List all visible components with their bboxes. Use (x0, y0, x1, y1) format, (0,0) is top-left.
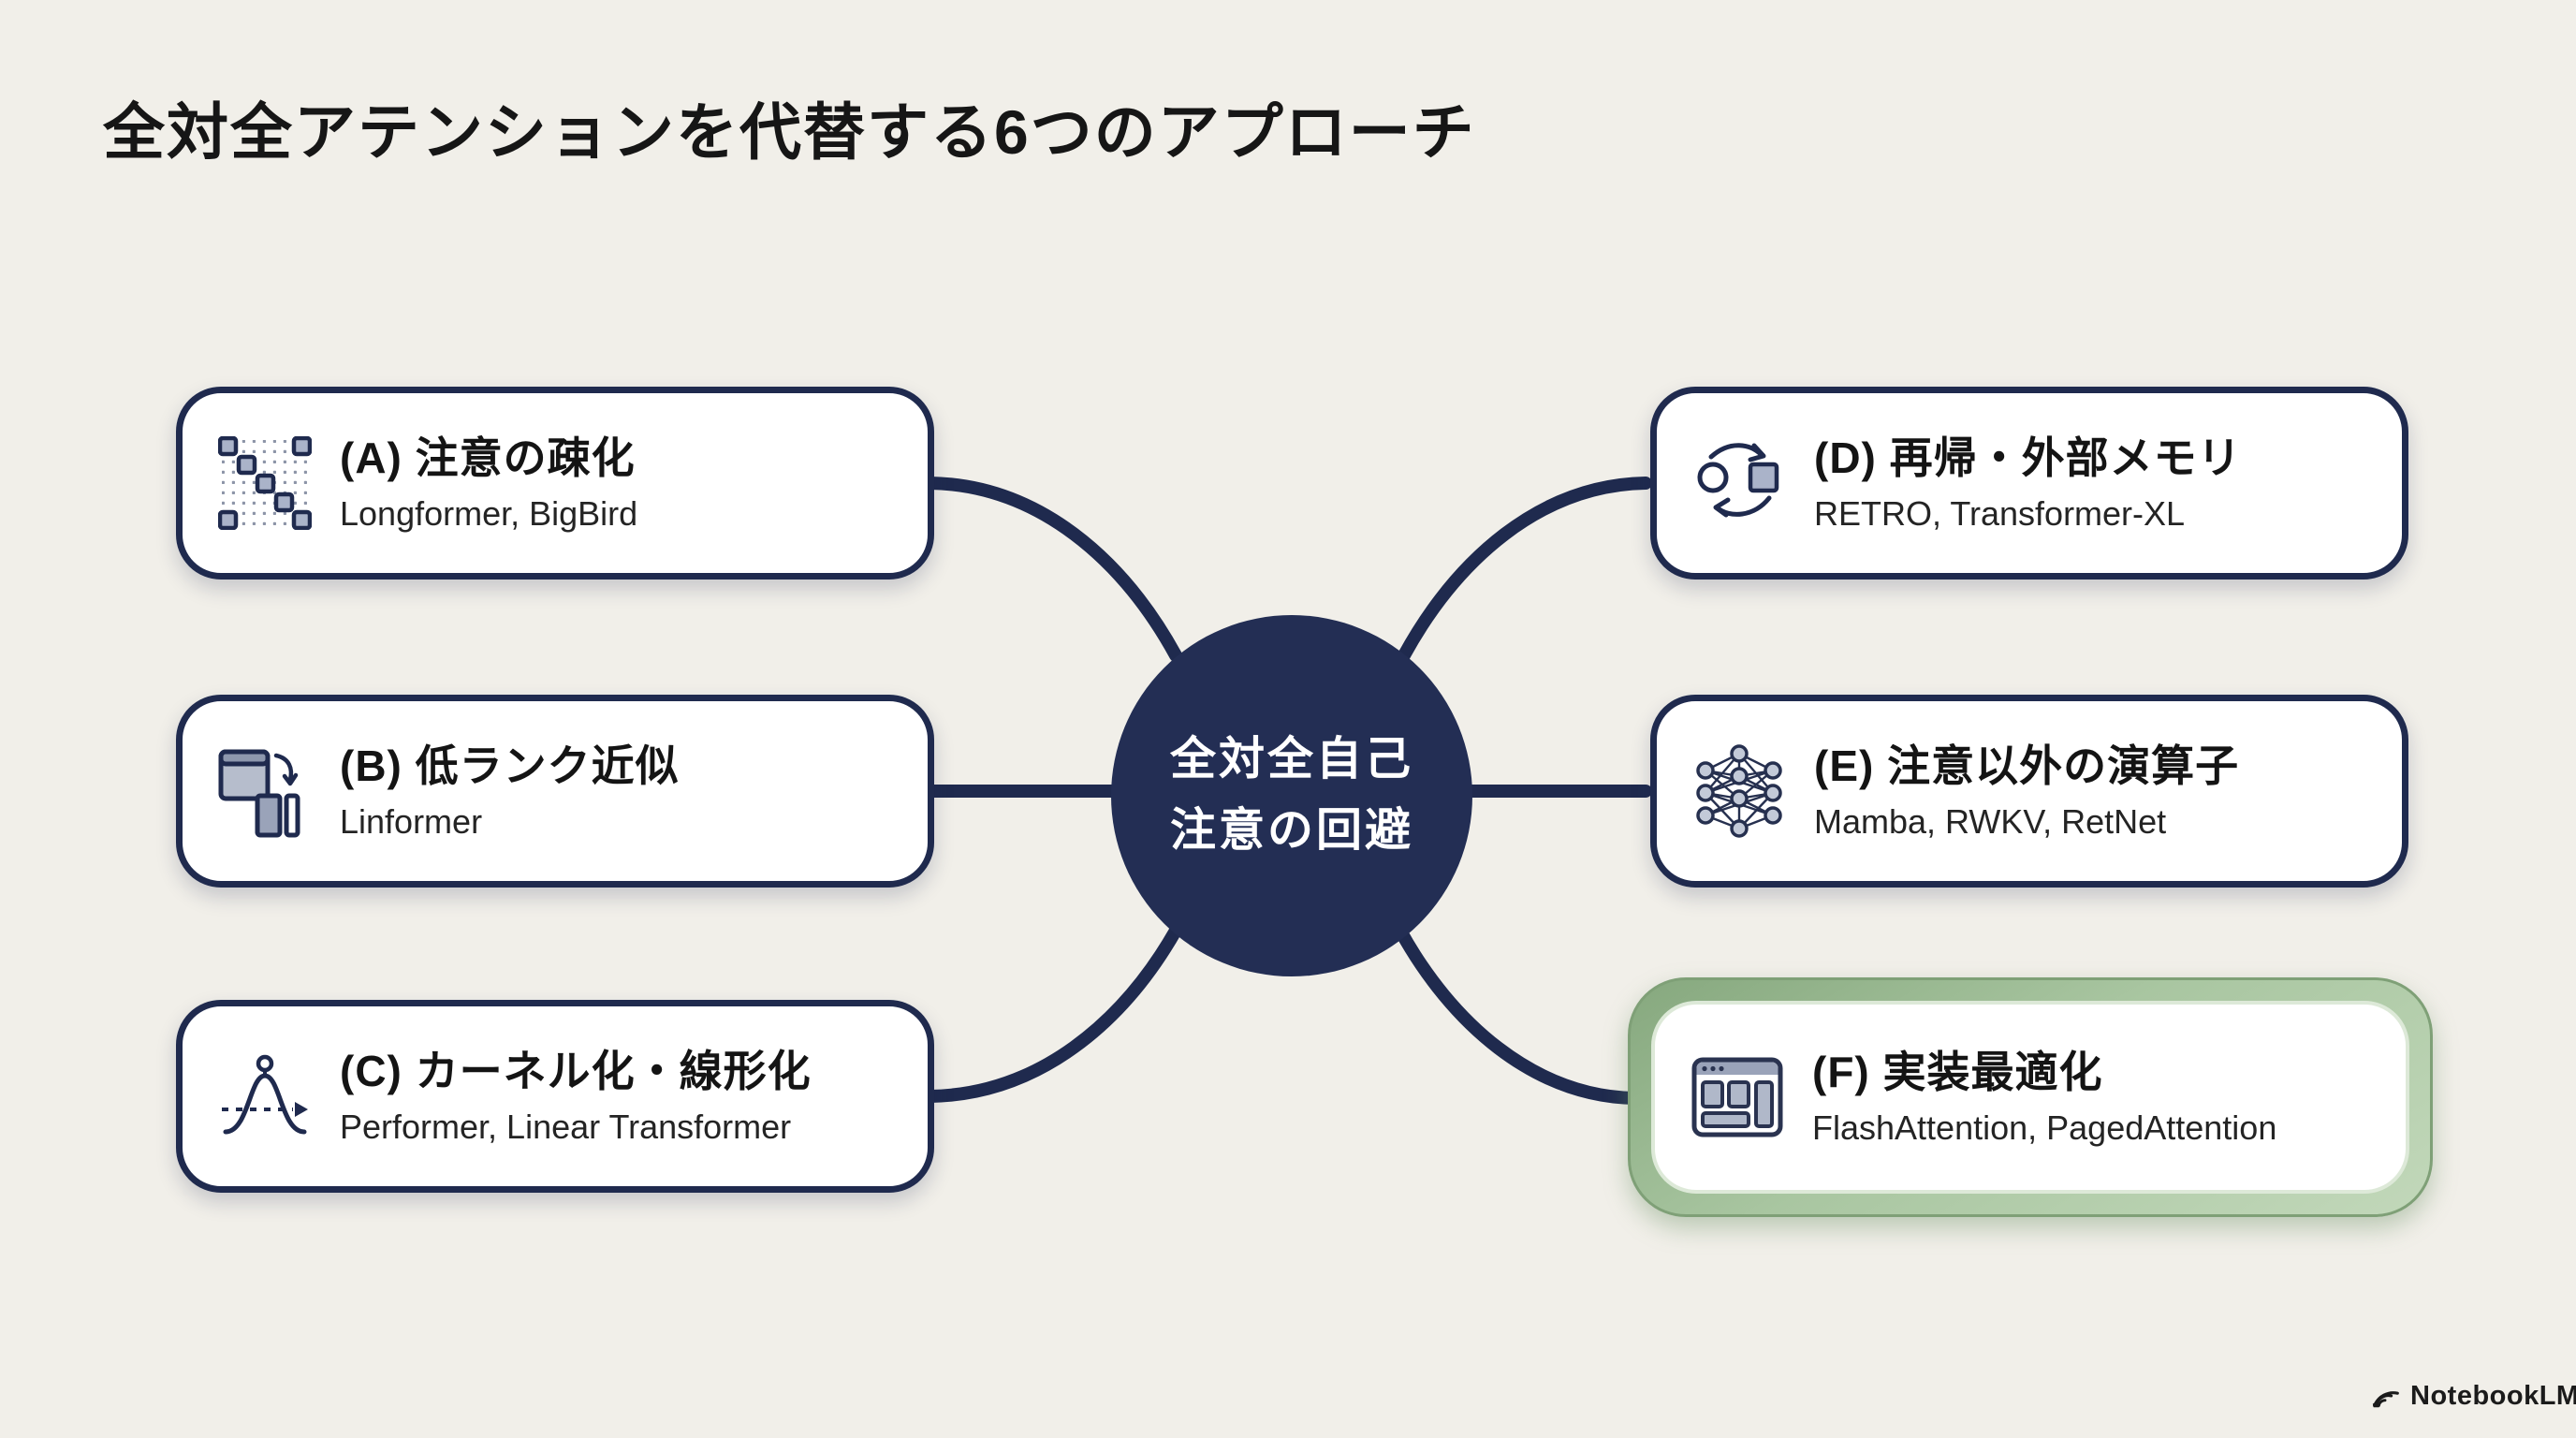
hub-circle (1111, 615, 1472, 976)
card-f-text: (F) 実装最適化 FlashAttention, PagedAttention (1812, 1047, 2276, 1147)
sparse-attention-matrix-icon (218, 436, 312, 530)
card-f-subtitle: FlashAttention, PagedAttention (1812, 1108, 2277, 1147)
card-a-text: (A) 注意の疎化 Longformer, BigBird (340, 433, 637, 533)
card-b-title: (B) 低ランク近似 (340, 741, 680, 791)
card-d-title: (D) 再帰・外部メモリ (1814, 433, 2242, 483)
card-kernelization: (C) カーネル化・線形化 Performer, Linear Transfor… (176, 1000, 934, 1193)
card-sparsification: (A) 注意の疎化 Longformer, BigBird (176, 387, 934, 580)
card-b-subtitle: Linformer (340, 801, 483, 841)
recurrence-memory-icon (1697, 443, 1779, 518)
card-low-rank: (B) 低ランク近似 Linformer (176, 695, 934, 888)
notebooklm-logo-icon (2372, 1391, 2399, 1408)
card-a-title: (A) 注意の疎化 (340, 433, 636, 483)
hub-label-line2: 注意の回避 (1169, 805, 1413, 856)
card-e-subtitle: Mamba, RWKV, RetNet (1814, 801, 2167, 841)
card-c-title: (C) カーネル化・線形化 (340, 1047, 812, 1096)
hub-label-line1: 全対全自己 (1169, 734, 1413, 785)
network-graph-icon (1696, 744, 1782, 838)
window-layout-icon (1691, 1057, 1783, 1137)
page-title: 全対全アテンションを代替する6つのアプローチ (103, 97, 1476, 167)
card-c-subtitle: Performer, Linear Transformer (340, 1107, 792, 1146)
card-f-title: (F) 実装最適化 (1812, 1048, 2103, 1097)
connector-d-to-hub (1398, 477, 1652, 662)
connector-c-to-hub (924, 924, 1182, 1103)
card-implementation-optimization: (F) 実装最適化 FlashAttention, PagedAttention (1651, 1001, 2409, 1194)
card-c-text: (C) カーネル化・線形化 Performer, Linear Transfor… (340, 1046, 812, 1146)
card-b-text: (B) 低ランク近似 Linformer (340, 741, 680, 841)
card-e-text: (E) 注意以外の演算子 Mamba, RWKV, RetNet (1814, 741, 2239, 841)
kernel-curve-icon (222, 1054, 308, 1135)
watermark: NotebookLM (2370, 1380, 2576, 1412)
card-e-title: (E) 注意以外の演算子 (1814, 741, 2240, 791)
connector-f-to-hub (1394, 924, 1641, 1105)
card-recurrence-memory: (D) 再帰・外部メモリ RETRO, Transformer-XL (1650, 387, 2408, 580)
low-rank-factorization-icon (218, 749, 300, 838)
watermark-label: NotebookLM (2410, 1380, 2576, 1411)
card-a-subtitle: Longformer, BigBird (340, 493, 638, 533)
hub-label: 全対全自己 注意の回避 (1058, 655, 1526, 936)
card-d-text: (D) 再帰・外部メモリ RETRO, Transformer-XL (1814, 433, 2242, 533)
card-non-attention-operators: (E) 注意以外の演算子 Mamba, RWKV, RetNet (1650, 695, 2408, 888)
card-f-highlight-ring: (F) 実装最適化 FlashAttention, PagedAttention (1628, 977, 2433, 1217)
card-d-subtitle: RETRO, Transformer-XL (1814, 493, 2186, 533)
connector-a-to-hub (924, 477, 1182, 662)
